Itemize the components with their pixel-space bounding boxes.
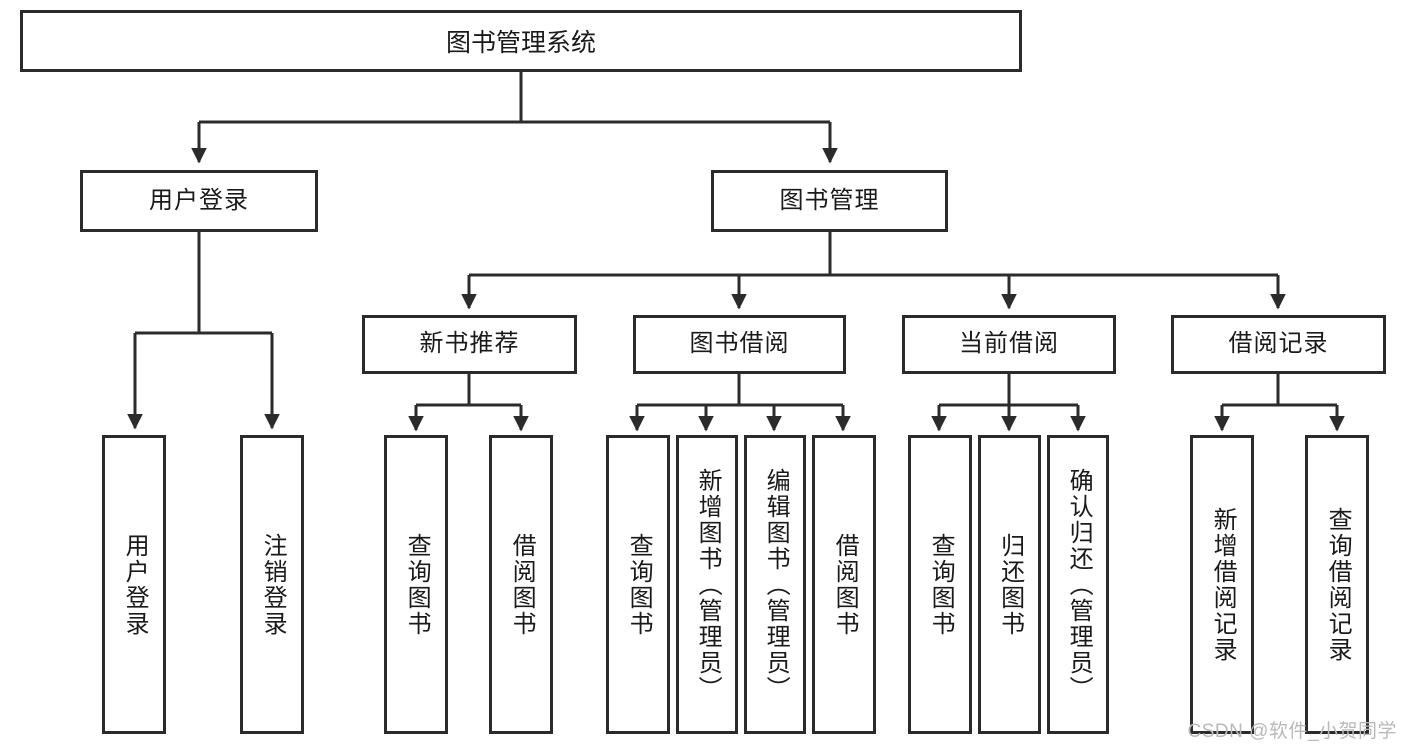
leaf-label: 查询图书: [625, 533, 653, 637]
node-label: 用户登录: [149, 186, 249, 214]
node-user-login[interactable]: 用户登录: [80, 170, 318, 232]
leaf-confirm-return-admin[interactable]: 确认归还（管理员）: [1047, 435, 1109, 734]
leaf-label: 用户登录: [121, 533, 149, 637]
node-borrow-record[interactable]: 借阅记录: [1171, 315, 1386, 374]
leaf-label: 借阅图书: [508, 533, 536, 637]
leaf-label: 借阅图书: [831, 533, 859, 637]
leaf-logout[interactable]: 注销登录: [240, 435, 304, 734]
leaf-label: 编辑图书（管理员）: [762, 468, 790, 702]
leaf-label: 新增借阅记录: [1209, 507, 1237, 663]
leaf-query-book-current[interactable]: 查询图书: [908, 435, 972, 734]
leaf-return-book[interactable]: 归还图书: [978, 435, 1041, 734]
leaf-label: 新增图书（管理员）: [694, 468, 722, 702]
node-current-borrow[interactable]: 当前借阅: [902, 315, 1116, 374]
leaf-label: 查询图书: [403, 533, 431, 637]
leaf-add-book-admin[interactable]: 新增图书（管理员）: [676, 435, 738, 734]
leaf-borrow-book-recommend[interactable]: 借阅图书: [489, 435, 553, 734]
watermark-text: CSDN @软件_小贺同学: [1187, 721, 1397, 742]
leaf-label: 归还图书: [996, 533, 1024, 637]
node-label: 当前借阅: [959, 330, 1059, 358]
leaf-query-borrow-record[interactable]: 查询借阅记录: [1305, 435, 1369, 734]
node-root-book-management-system[interactable]: 图书管理系统: [20, 10, 1022, 72]
node-book-borrow[interactable]: 图书借阅: [633, 315, 846, 374]
node-label: 新书推荐: [419, 330, 520, 358]
leaf-label: 查询借阅记录: [1324, 507, 1352, 663]
node-label: 借阅记录: [1228, 330, 1329, 358]
leaf-label: 确认归还（管理员）: [1065, 468, 1093, 702]
node-book-management[interactable]: 图书管理: [711, 170, 948, 232]
node-label: 图书管理: [779, 186, 880, 214]
leaf-query-book-borrow[interactable]: 查询图书: [606, 435, 670, 734]
leaf-query-book-recommend[interactable]: 查询图书: [384, 435, 448, 734]
leaf-borrow-book[interactable]: 借阅图书: [812, 435, 876, 734]
node-new-book-recommend[interactable]: 新书推荐: [362, 315, 577, 374]
leaf-add-borrow-record[interactable]: 新增借阅记录: [1190, 435, 1254, 734]
node-label: 图书管理系统: [445, 29, 596, 57]
leaf-user-login[interactable]: 用户登录: [102, 435, 166, 734]
node-label: 图书借阅: [689, 330, 790, 358]
leaf-label: 注销登录: [259, 533, 287, 637]
leaf-edit-book-admin[interactable]: 编辑图书（管理员）: [744, 435, 806, 734]
leaf-label: 查询图书: [927, 533, 955, 637]
